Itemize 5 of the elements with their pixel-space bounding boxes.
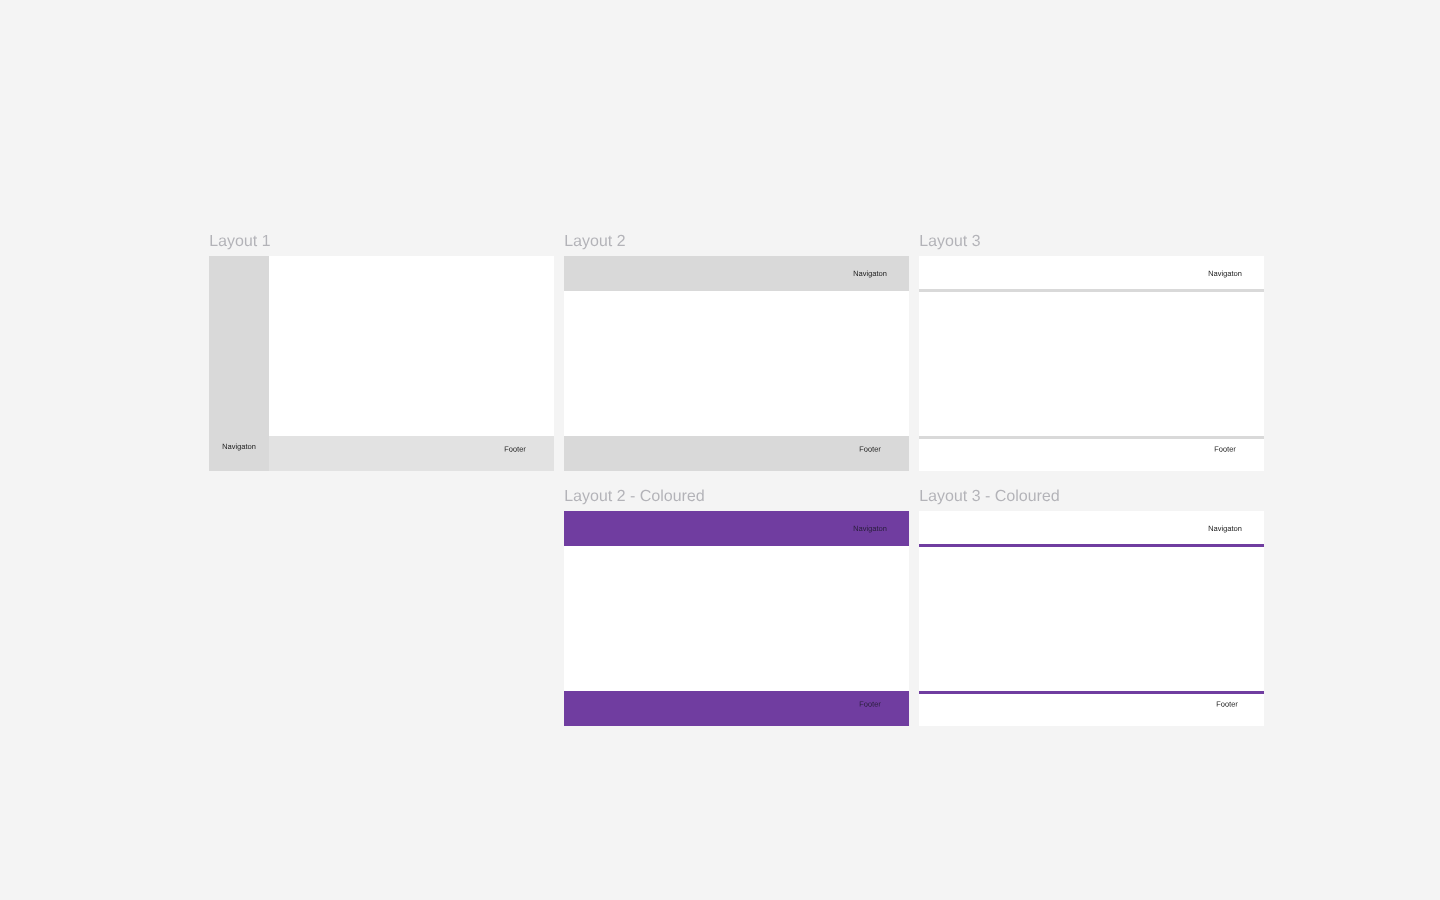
frame-title: Layout 2 - Coloured bbox=[565, 489, 704, 505]
frame-title: Layout 3 bbox=[920, 234, 980, 250]
frame-title: Layout 3 - Coloured bbox=[920, 489, 1059, 505]
frame-title: Layout 1 bbox=[210, 235, 270, 250]
frame-title: Layout 2 bbox=[565, 234, 625, 250]
